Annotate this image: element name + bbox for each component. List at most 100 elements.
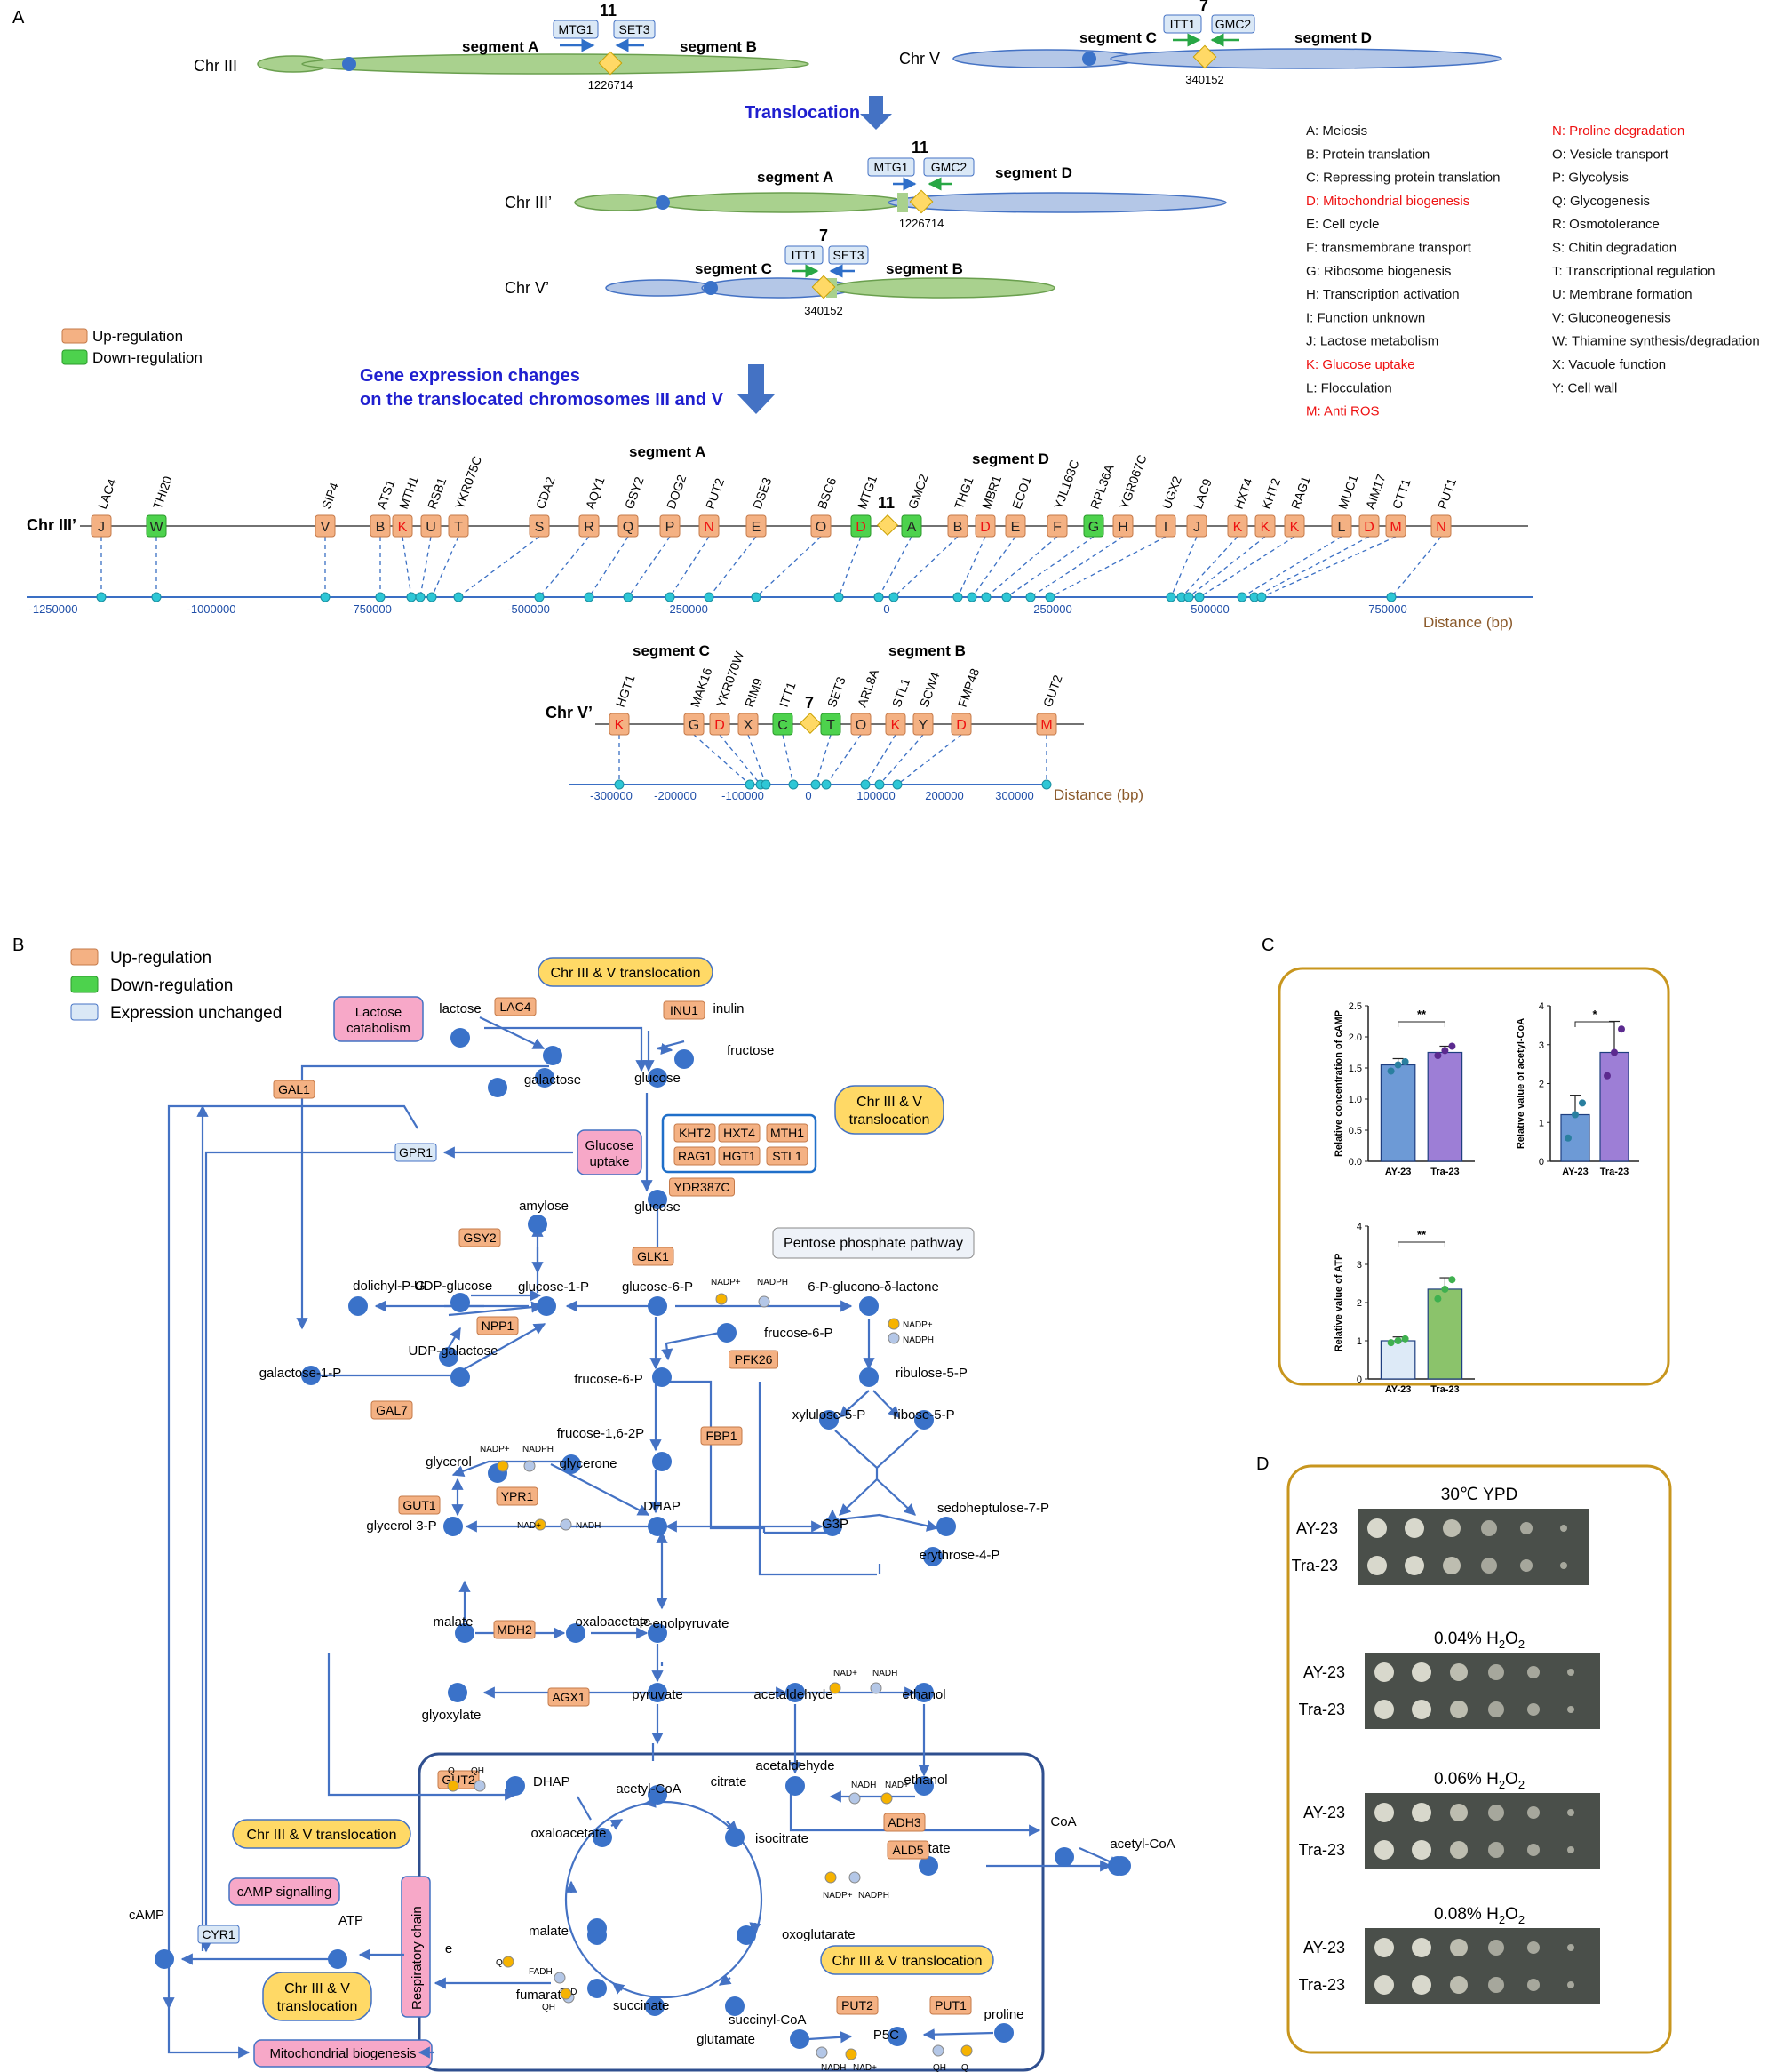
- metabolite-node: [648, 1296, 667, 1316]
- gene-box-label: ALD5: [892, 1843, 923, 1857]
- gene-name: ATS1: [374, 477, 398, 511]
- cofactor-dot: [932, 2044, 944, 2057]
- gene-box: [729, 1350, 778, 1369]
- gene-name: RPL36A: [1087, 462, 1117, 511]
- gene-position-dot: [761, 779, 771, 790]
- gene-category-letter: M: [1040, 718, 1052, 733]
- gene-position-dot: [952, 592, 963, 602]
- metabolite-node: [994, 2023, 1014, 2043]
- gene-name: THG1: [952, 474, 976, 511]
- gene-name: DSE3: [750, 475, 775, 511]
- gene-category-letter: B: [953, 520, 963, 535]
- metabolite-label: malate: [529, 1924, 569, 1939]
- metabolite-node: [535, 1068, 554, 1088]
- gene-box-label: FBP1: [705, 1429, 737, 1443]
- yeast-spot: [1488, 1805, 1504, 1821]
- axis-tick-label: -300000: [590, 789, 633, 802]
- pathway-arrow: [839, 1390, 870, 1418]
- cofactor-dot: [560, 1518, 572, 1531]
- yeast-spot: [1527, 1806, 1540, 1819]
- yeast-spot: [1488, 1940, 1504, 1956]
- yeast-spot: [1374, 1662, 1394, 1682]
- cofactor-label: Q: [496, 1958, 503, 1968]
- spot-assay-title: 30℃ YPD: [1441, 1486, 1517, 1504]
- gene-category-letter: G: [1088, 520, 1099, 535]
- gene-box-label: YPR1: [501, 1489, 534, 1503]
- chart-y-tick: 0: [1357, 1375, 1362, 1385]
- translocation-callout: [834, 1085, 944, 1135]
- chr-iii-prime-label: Chr III’: [505, 194, 552, 211]
- metabolite-label: succinyl-CoA: [729, 2012, 807, 2028]
- panel-c-label: C: [1262, 936, 1274, 955]
- yeast-spot: [1374, 1975, 1394, 1995]
- metabolite-label: DHAP: [643, 1499, 681, 1514]
- yeast-spot: [1405, 1556, 1424, 1575]
- gene-category-box: [1186, 514, 1207, 538]
- gene-name: BSC6: [815, 475, 840, 511]
- set3-box-b: SET3: [832, 248, 864, 262]
- axis-tick-label: -750000: [349, 602, 392, 616]
- chart-point: [1572, 1111, 1579, 1119]
- cofactor-label: NADPH: [522, 1445, 554, 1454]
- gene-box: [883, 1813, 926, 1832]
- gene-box: [493, 1620, 536, 1639]
- yeast-spot: [1527, 1666, 1540, 1678]
- track3-seg-a: segment A: [629, 443, 705, 460]
- track3-num-11: 11: [878, 494, 895, 512]
- gene-box: [718, 1123, 761, 1143]
- chart-y-tick: 2: [1357, 1298, 1362, 1309]
- pathway-arrow: [808, 2031, 853, 2044]
- strain-label: Tra-23: [1292, 1557, 1338, 1574]
- yeast-spot: [1450, 1701, 1468, 1718]
- gene-position-dot: [406, 592, 417, 602]
- chart-y-tick: 1.5: [1349, 1064, 1362, 1074]
- gene-category-box: [578, 514, 600, 538]
- chart-point: [1579, 1099, 1586, 1107]
- metabolite-label: glucose: [634, 1071, 681, 1086]
- metabolite-label: isocitrate: [755, 1831, 808, 1846]
- track3-distance: Distance (bp): [1423, 614, 1513, 631]
- process-box: [228, 1877, 340, 1906]
- category-right-item: R: Osmotolerance: [1552, 217, 1660, 232]
- yeast-spot: [1488, 1664, 1504, 1680]
- yeast-spot: [1520, 1559, 1533, 1572]
- gene-category-letter: K: [1290, 520, 1300, 535]
- process-label: catabolism: [346, 1021, 410, 1036]
- gene-category-letter: R: [584, 520, 594, 535]
- legend-a-up: Up-regulation: [92, 328, 183, 345]
- gene-position-dot: [426, 592, 437, 602]
- yeast-spot: [1488, 1701, 1504, 1717]
- gene-category-letter: L: [1338, 520, 1346, 535]
- chart-point: [1394, 1337, 1402, 1344]
- pathway-arrow: [872, 1390, 900, 1418]
- legend-b-up: Up-regulation: [110, 949, 211, 968]
- axis-tick-label: 300000: [995, 789, 1033, 802]
- metabolite-label: frucose-6-P: [574, 1372, 643, 1387]
- metabolite-label: acetyl-CoA: [1110, 1837, 1175, 1852]
- expr-arrow: [737, 364, 775, 414]
- metabolite-node: [648, 1623, 667, 1643]
- metabolite-label: ribulose-5-P: [896, 1366, 968, 1381]
- gene-name: SET3: [824, 674, 848, 709]
- gene-box: [547, 1687, 590, 1707]
- translocation-callout: [538, 957, 713, 987]
- gene-name: HGT1: [613, 673, 638, 709]
- gene-position-dot: [751, 592, 761, 602]
- metabolite-node: [155, 1949, 174, 1969]
- gene-connector: [708, 536, 757, 598]
- yeast-spot: [1367, 1556, 1387, 1575]
- gene-box-label: GAL7: [376, 1403, 408, 1417]
- gene-connector: [971, 536, 1016, 598]
- process-label: uptake: [589, 1154, 629, 1169]
- cofactor-label: NADP+: [480, 1445, 510, 1454]
- pos-340152: 340152: [1185, 73, 1223, 86]
- gene-connector: [1241, 536, 1342, 598]
- category-right-item: V: Gluconeogenesis: [1552, 310, 1671, 325]
- cofactor-label: QH: [933, 2063, 946, 2072]
- chart-x-label: Tra-23: [1430, 1167, 1459, 1177]
- gene-category-letter: I: [1164, 520, 1167, 535]
- gene-connector: [1006, 536, 1095, 598]
- gene-box-label: RAG1: [678, 1149, 712, 1163]
- spot-assay-title: 0.06% H2O2: [1434, 1770, 1525, 1791]
